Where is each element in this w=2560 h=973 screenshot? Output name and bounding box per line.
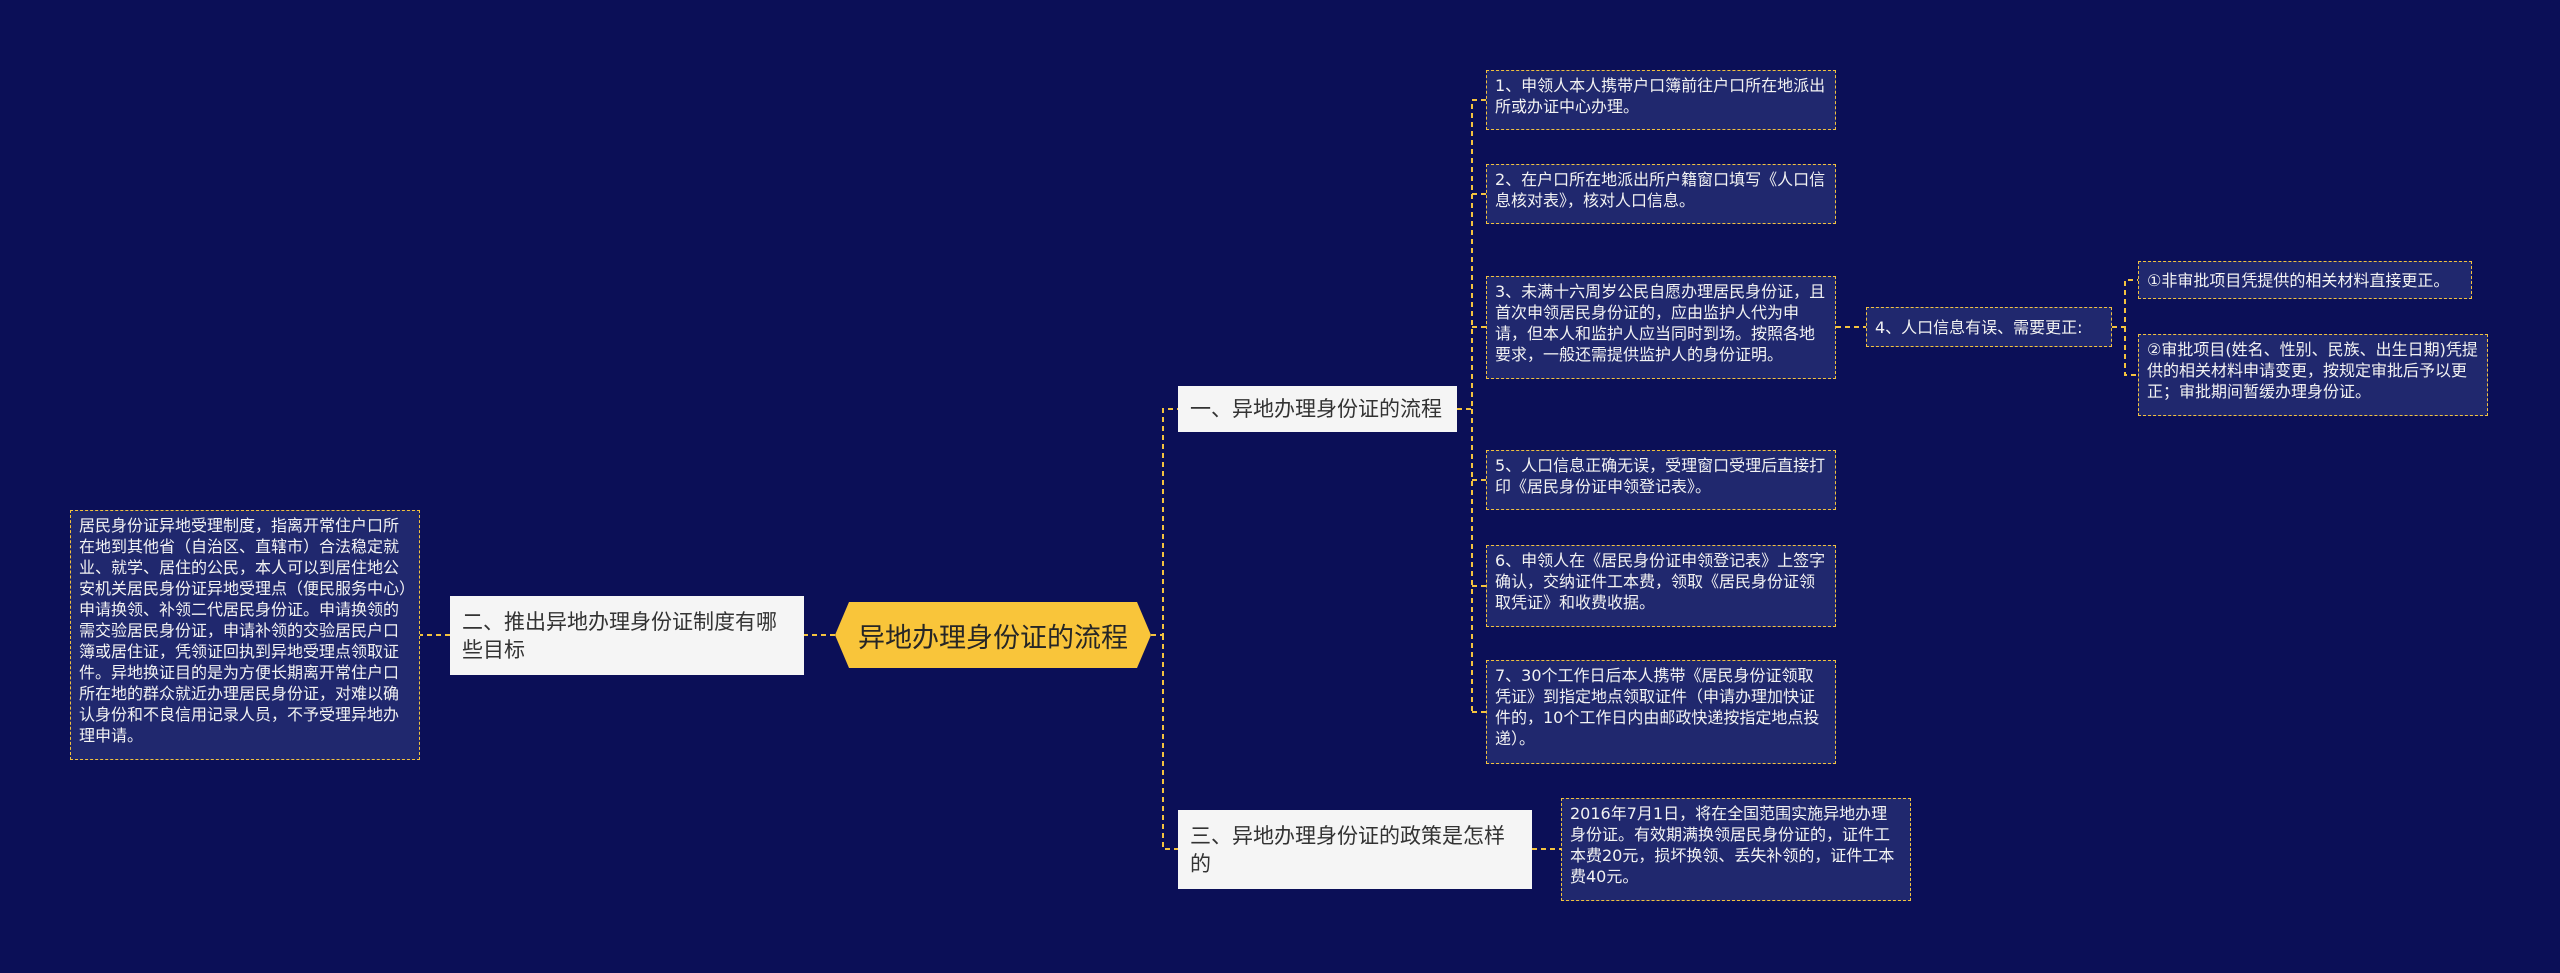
goal-detail-text: 居民身份证异地受理制度，指离开常住户口所在地到其他省（自治区、直辖市）合法稳定就… xyxy=(79,516,408,745)
process-step-2-text: 2、在户口所在地派出所户籍窗口填写《人口信息核对表》，核对人口信息。 xyxy=(1495,170,1826,210)
process-step-4: 4、人口信息有误、需要更正: xyxy=(1866,307,2112,347)
branch-process-label: 一、异地办理身份证的流程 xyxy=(1190,397,1442,421)
process-step-3-text: 3、未满十六周岁公民自愿办理居民身份证，且首次申领居民身份证的，应由监护人代为申… xyxy=(1495,282,1826,364)
process-step-5: 5、人口信息正确无误，受理窗口受理后直接打印《居民身份证申领登记表》。 xyxy=(1486,450,1836,510)
connector-root-branch3 xyxy=(1162,635,1178,850)
process-step-3: 3、未满十六周岁公民自愿办理居民身份证，且首次申领居民身份证的，应由监护人代为申… xyxy=(1486,276,1836,379)
process-step-2: 2、在户口所在地派出所户籍窗口填写《人口信息核对表》，核对人口信息。 xyxy=(1486,164,1836,224)
branch-policy[interactable]: 三、异地办理身份证的政策是怎样的 xyxy=(1178,810,1532,889)
process-step-4-text: 4、人口信息有误、需要更正: xyxy=(1875,317,2083,337)
process-step-7: 7、30个工作日后本人携带《居民身份证领取凭证》到指定地点领取证件（申请办理加快… xyxy=(1486,660,1836,764)
connector-root-branch1 xyxy=(1151,408,1178,636)
step4-option-2: ②审批项目(姓名、性别、民族、出生日期)凭提供的相关材料申请变更，按规定审批后予… xyxy=(2138,334,2488,416)
process-step-6: 6、申领人在《居民身份证申领登记表》上签字确认，交纳证件工本费，领取《居民身份证… xyxy=(1486,545,1836,627)
branch-goal[interactable]: 二、推出异地办理身份证制度有哪些目标 xyxy=(450,596,804,675)
process-step-5-text: 5、人口信息正确无误，受理窗口受理后直接打印《居民身份证申领登记表》。 xyxy=(1495,456,1826,496)
step4-option-1-text: ①非审批项目凭提供的相关材料直接更正。 xyxy=(2147,270,2450,290)
policy-detail-card: 2016年7月1日，将在全国范围实施异地办理身份证。有效期满换领居民身份证的，证… xyxy=(1561,798,1911,901)
policy-detail-text: 2016年7月1日，将在全国范围实施异地办理身份证。有效期满换领居民身份证的，证… xyxy=(1570,804,1895,886)
root-title: 异地办理身份证的流程 xyxy=(858,622,1128,654)
process-step-7-text: 7、30个工作日后本人携带《居民身份证领取凭证》到指定地点领取证件（申请办理加快… xyxy=(1495,666,1820,748)
process-step-6-text: 6、申领人在《居民身份证申领登记表》上签字确认，交纳证件工本费，领取《居民身份证… xyxy=(1495,551,1826,612)
step4-option-1: ①非审批项目凭提供的相关材料直接更正。 xyxy=(2138,261,2472,299)
branch-process[interactable]: 一、异地办理身份证的流程 xyxy=(1178,386,1457,432)
process-step-1-text: 1、申领人本人携带户口簿前往户口所在地派出所或办证中心办理。 xyxy=(1495,76,1826,116)
branch-goal-label: 二、推出异地办理身份证制度有哪些目标 xyxy=(462,609,777,662)
connector-branch1-steps xyxy=(1457,99,1486,713)
goal-detail-card: 居民身份证异地受理制度，指离开常住户口所在地到其他省（自治区、直辖市）合法稳定就… xyxy=(70,510,420,760)
step4-option-2-text: ②审批项目(姓名、性别、民族、出生日期)凭提供的相关材料申请变更，按规定审批后予… xyxy=(2147,340,2478,401)
process-step-1: 1、申领人本人携带户口簿前往户口所在地派出所或办证中心办理。 xyxy=(1486,70,1836,130)
root-node[interactable]: 异地办理身份证的流程 xyxy=(835,602,1151,668)
connector-step4-children xyxy=(2112,279,2138,376)
branch-policy-label: 三、异地办理身份证的政策是怎样的 xyxy=(1190,823,1505,876)
